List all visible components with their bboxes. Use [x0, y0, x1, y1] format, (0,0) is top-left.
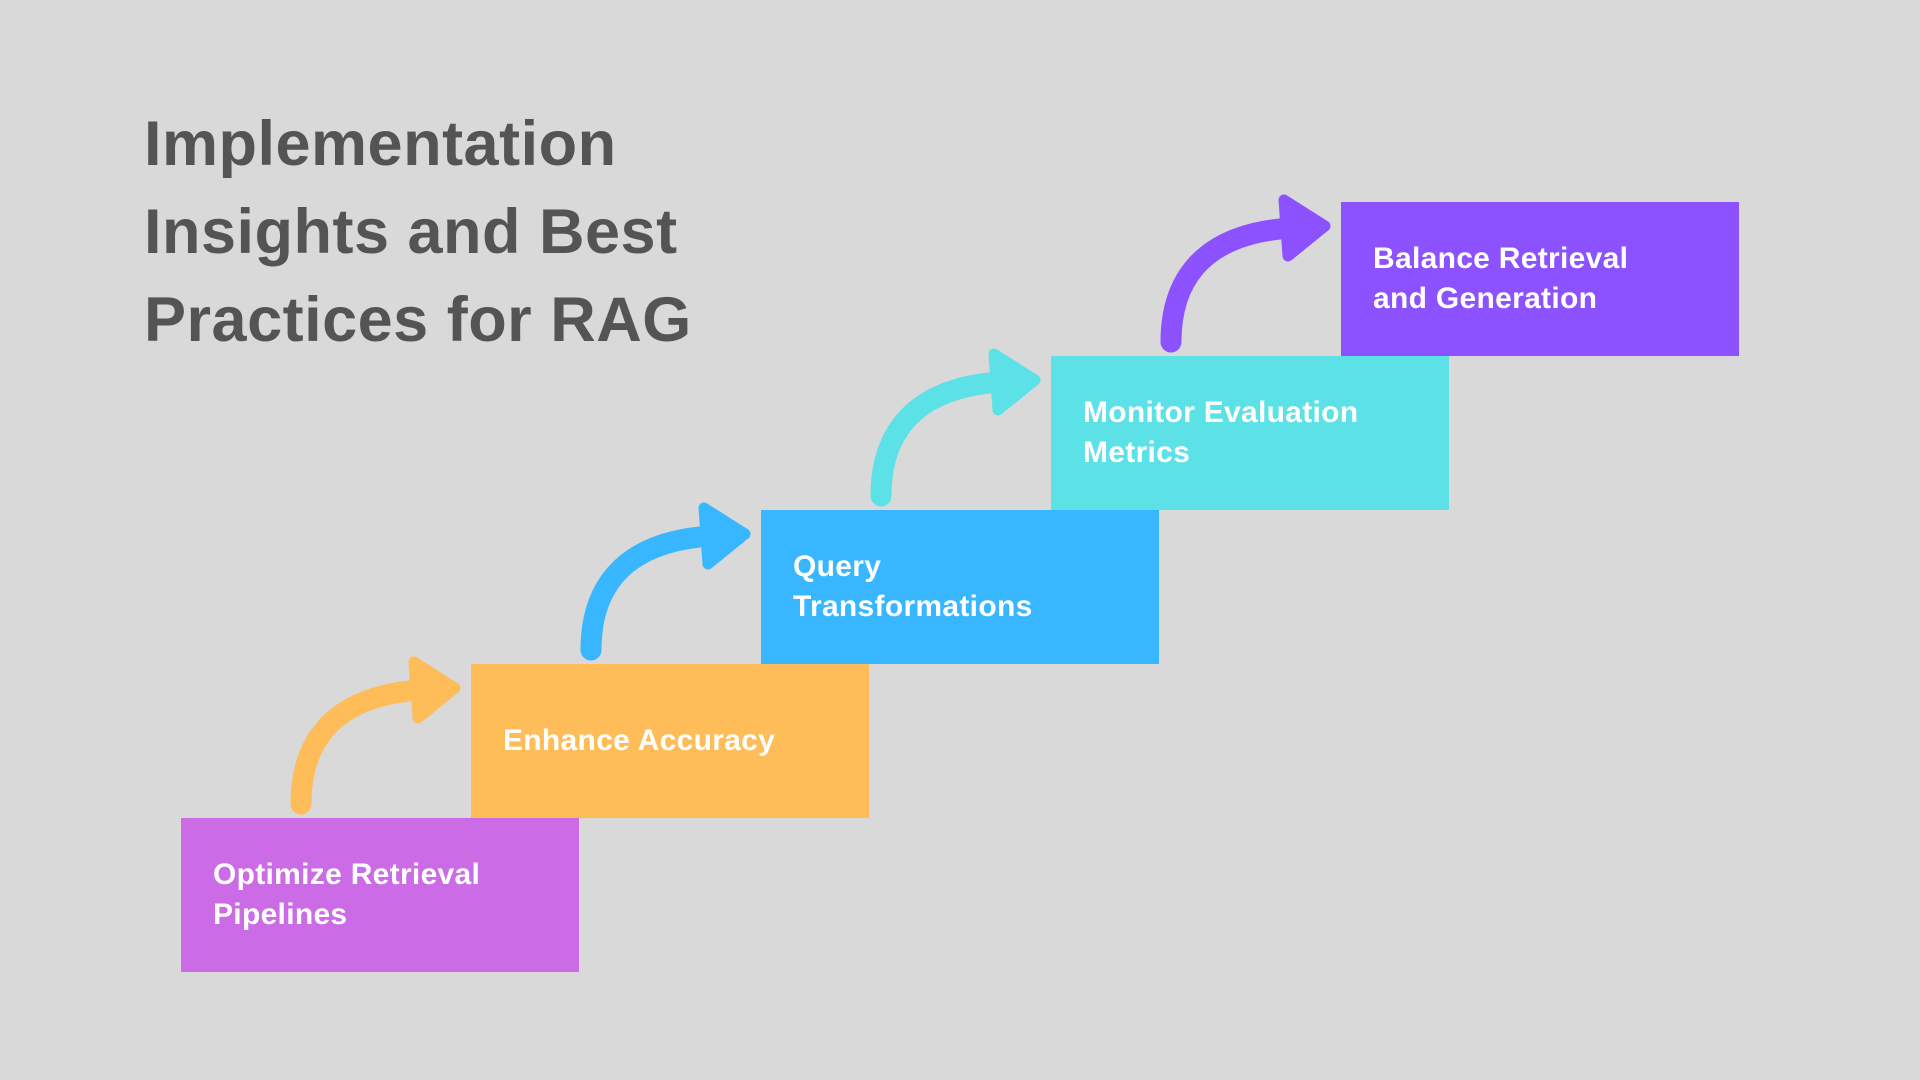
step-box-query-transformations: Query Transformations: [761, 510, 1159, 664]
arrow-head: [1278, 194, 1331, 262]
curved-up-right-arrow-icon: [580, 502, 751, 661]
curved-up-right-arrow-icon: [1160, 194, 1331, 353]
arrow-head: [988, 348, 1041, 416]
step-label: Balance Retrieval and Generation: [1373, 242, 1629, 315]
arrow-head: [698, 502, 751, 570]
step-label: Optimize Retrieval Pipelines: [213, 858, 481, 931]
step-label: Monitor Evaluation Metrics: [1083, 396, 1359, 469]
step-box-optimize-retrieval-pipelines: Optimize Retrieval Pipelines: [181, 818, 579, 972]
step-label: Enhance Accuracy: [503, 724, 776, 757]
arrow-curve: [1160, 217, 1302, 353]
page-title: Implementation Insights and Best Practic…: [144, 109, 692, 355]
step-box-enhance-accuracy: Enhance Accuracy: [471, 664, 869, 818]
step-label: Query Transformations: [793, 550, 1033, 623]
curved-up-right-arrow-icon: [870, 348, 1041, 507]
arrow-curve: [580, 525, 722, 661]
arrow-head: [408, 656, 461, 724]
step-box-balance-retrieval-generation: Balance Retrieval and Generation: [1341, 202, 1739, 356]
arrow-curve: [870, 371, 1012, 507]
step-box-monitor-evaluation-metrics: Monitor Evaluation Metrics: [1051, 356, 1449, 510]
arrow-curve: [290, 679, 432, 815]
curved-up-right-arrow-icon: [290, 656, 461, 815]
